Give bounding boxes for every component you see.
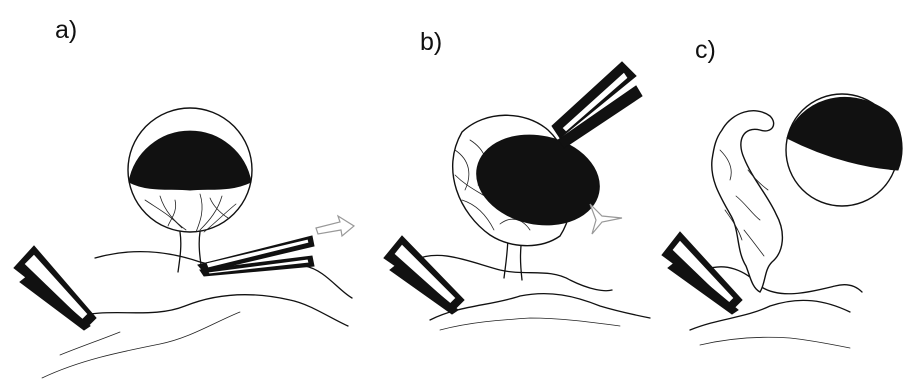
panel-a-tissue-fold-2 (60, 332, 120, 355)
panel-c-tissue-fold (700, 337, 850, 348)
panel-c-label: c) (695, 36, 716, 65)
panel-c (662, 94, 902, 348)
panel-a-motion-arrow (316, 216, 354, 236)
panel-a-label: a) (55, 16, 77, 45)
panel-a-tissue-fold (42, 312, 240, 378)
panel-b-label: b) (420, 28, 442, 57)
panel-a-tissue-line-lower (70, 295, 348, 326)
panel-b (384, 62, 650, 330)
panel-b-motion-arrow (590, 204, 622, 234)
panel-a (14, 108, 354, 378)
panel-c-tissue-line-lower (690, 300, 850, 330)
panel-b-tissue-fold (440, 318, 620, 330)
panel-c-collapsed-membrane (712, 111, 783, 292)
panel-b-tissue-line-lower (430, 294, 650, 320)
